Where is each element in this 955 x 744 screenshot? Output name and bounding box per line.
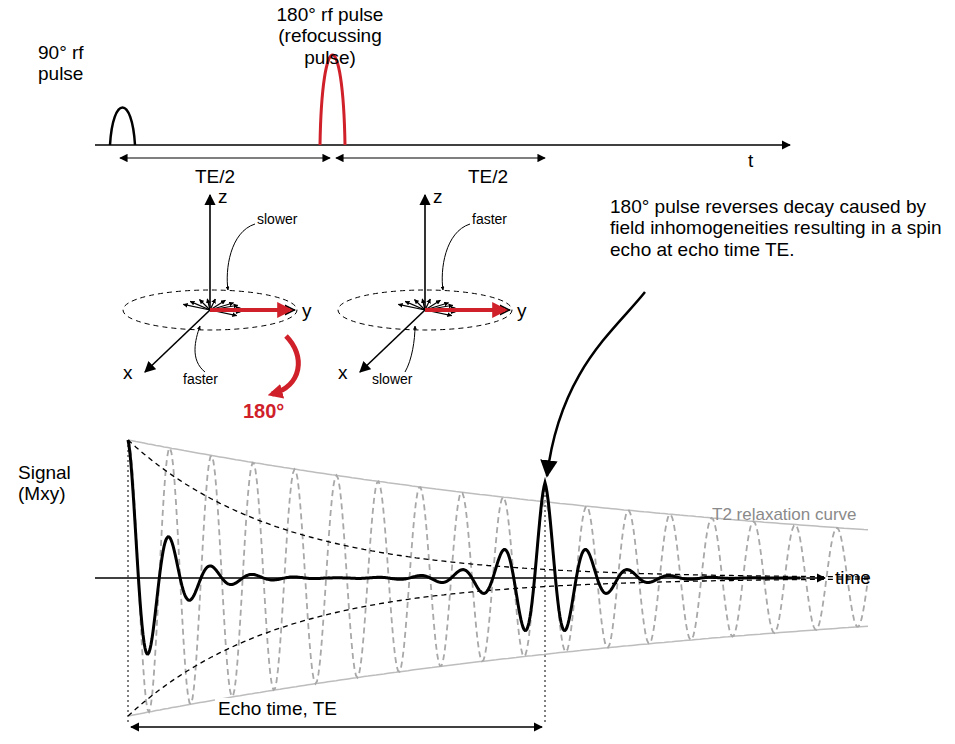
interval-label: TE/2 bbox=[195, 166, 235, 187]
flip-label: 180° bbox=[243, 400, 284, 422]
guide-line bbox=[128, 440, 129, 722]
t2star-envelope bbox=[128, 579, 868, 716]
spin-vector bbox=[414, 299, 425, 310]
pulse-label: 180° rf pulse (refocussing pulse) bbox=[255, 4, 405, 68]
axis-label: x bbox=[338, 362, 348, 383]
spin-vector bbox=[190, 301, 210, 310]
spin-vector bbox=[199, 299, 210, 310]
axis bbox=[360, 310, 425, 372]
spin-vector bbox=[422, 299, 425, 310]
t2-oscillation bbox=[128, 440, 869, 712]
spin-label: slower bbox=[372, 372, 412, 388]
axis bbox=[424, 195, 426, 310]
leader-line bbox=[405, 326, 415, 372]
axis bbox=[145, 310, 210, 372]
echo-time-arrow bbox=[131, 726, 542, 727]
callout-arrow bbox=[547, 292, 645, 476]
axis-label: x bbox=[123, 362, 133, 383]
signal-trace bbox=[128, 440, 800, 654]
signal-plot bbox=[95, 292, 869, 727]
leader-line bbox=[442, 224, 470, 290]
net-magnetisation bbox=[210, 308, 290, 312]
spin-label: faster bbox=[472, 212, 507, 228]
leader-line bbox=[227, 224, 255, 290]
half-echo-arrow bbox=[336, 157, 545, 158]
axis bbox=[210, 309, 295, 311]
axis-label: y bbox=[302, 300, 312, 321]
spin-label: faster bbox=[183, 372, 218, 388]
interval-label: Echo time, TE bbox=[215, 698, 340, 719]
leader-line bbox=[195, 326, 205, 372]
axis-label: z bbox=[433, 186, 443, 207]
precession-ellipse bbox=[338, 290, 512, 330]
pulse-timeline bbox=[95, 55, 790, 158]
interval-label: TE/2 bbox=[468, 166, 508, 187]
spin-frame bbox=[123, 195, 298, 394]
axis-label: z bbox=[218, 186, 228, 207]
spin-label: slower bbox=[257, 212, 297, 228]
callout-note: 180° pulse reverses decay caused by fiel… bbox=[610, 196, 945, 260]
spin-frame bbox=[338, 195, 512, 372]
axis-title: Signal (Mxy) bbox=[18, 462, 88, 505]
time-axis bbox=[95, 144, 790, 145]
curve-label: T2 relaxation curve bbox=[712, 505, 857, 524]
axis-label: y bbox=[517, 300, 527, 321]
spin-vector bbox=[405, 301, 425, 310]
net-magnetisation bbox=[425, 308, 505, 312]
axis-label: time bbox=[835, 567, 871, 588]
precession-ellipse bbox=[123, 290, 297, 330]
rf-pulse-90 bbox=[110, 108, 135, 146]
axis bbox=[209, 195, 211, 310]
axis-label: t bbox=[748, 150, 753, 171]
flip-arrow bbox=[272, 336, 298, 394]
t2-envelope bbox=[128, 440, 868, 530]
pulse-label: 90° rf pulse bbox=[38, 42, 94, 85]
spin-vector bbox=[207, 299, 210, 310]
rf-pulse-180 bbox=[320, 55, 345, 145]
guide-line bbox=[545, 485, 546, 722]
half-echo-arrow bbox=[120, 157, 330, 158]
axis bbox=[425, 309, 510, 311]
t2star-envelope bbox=[128, 440, 868, 577]
